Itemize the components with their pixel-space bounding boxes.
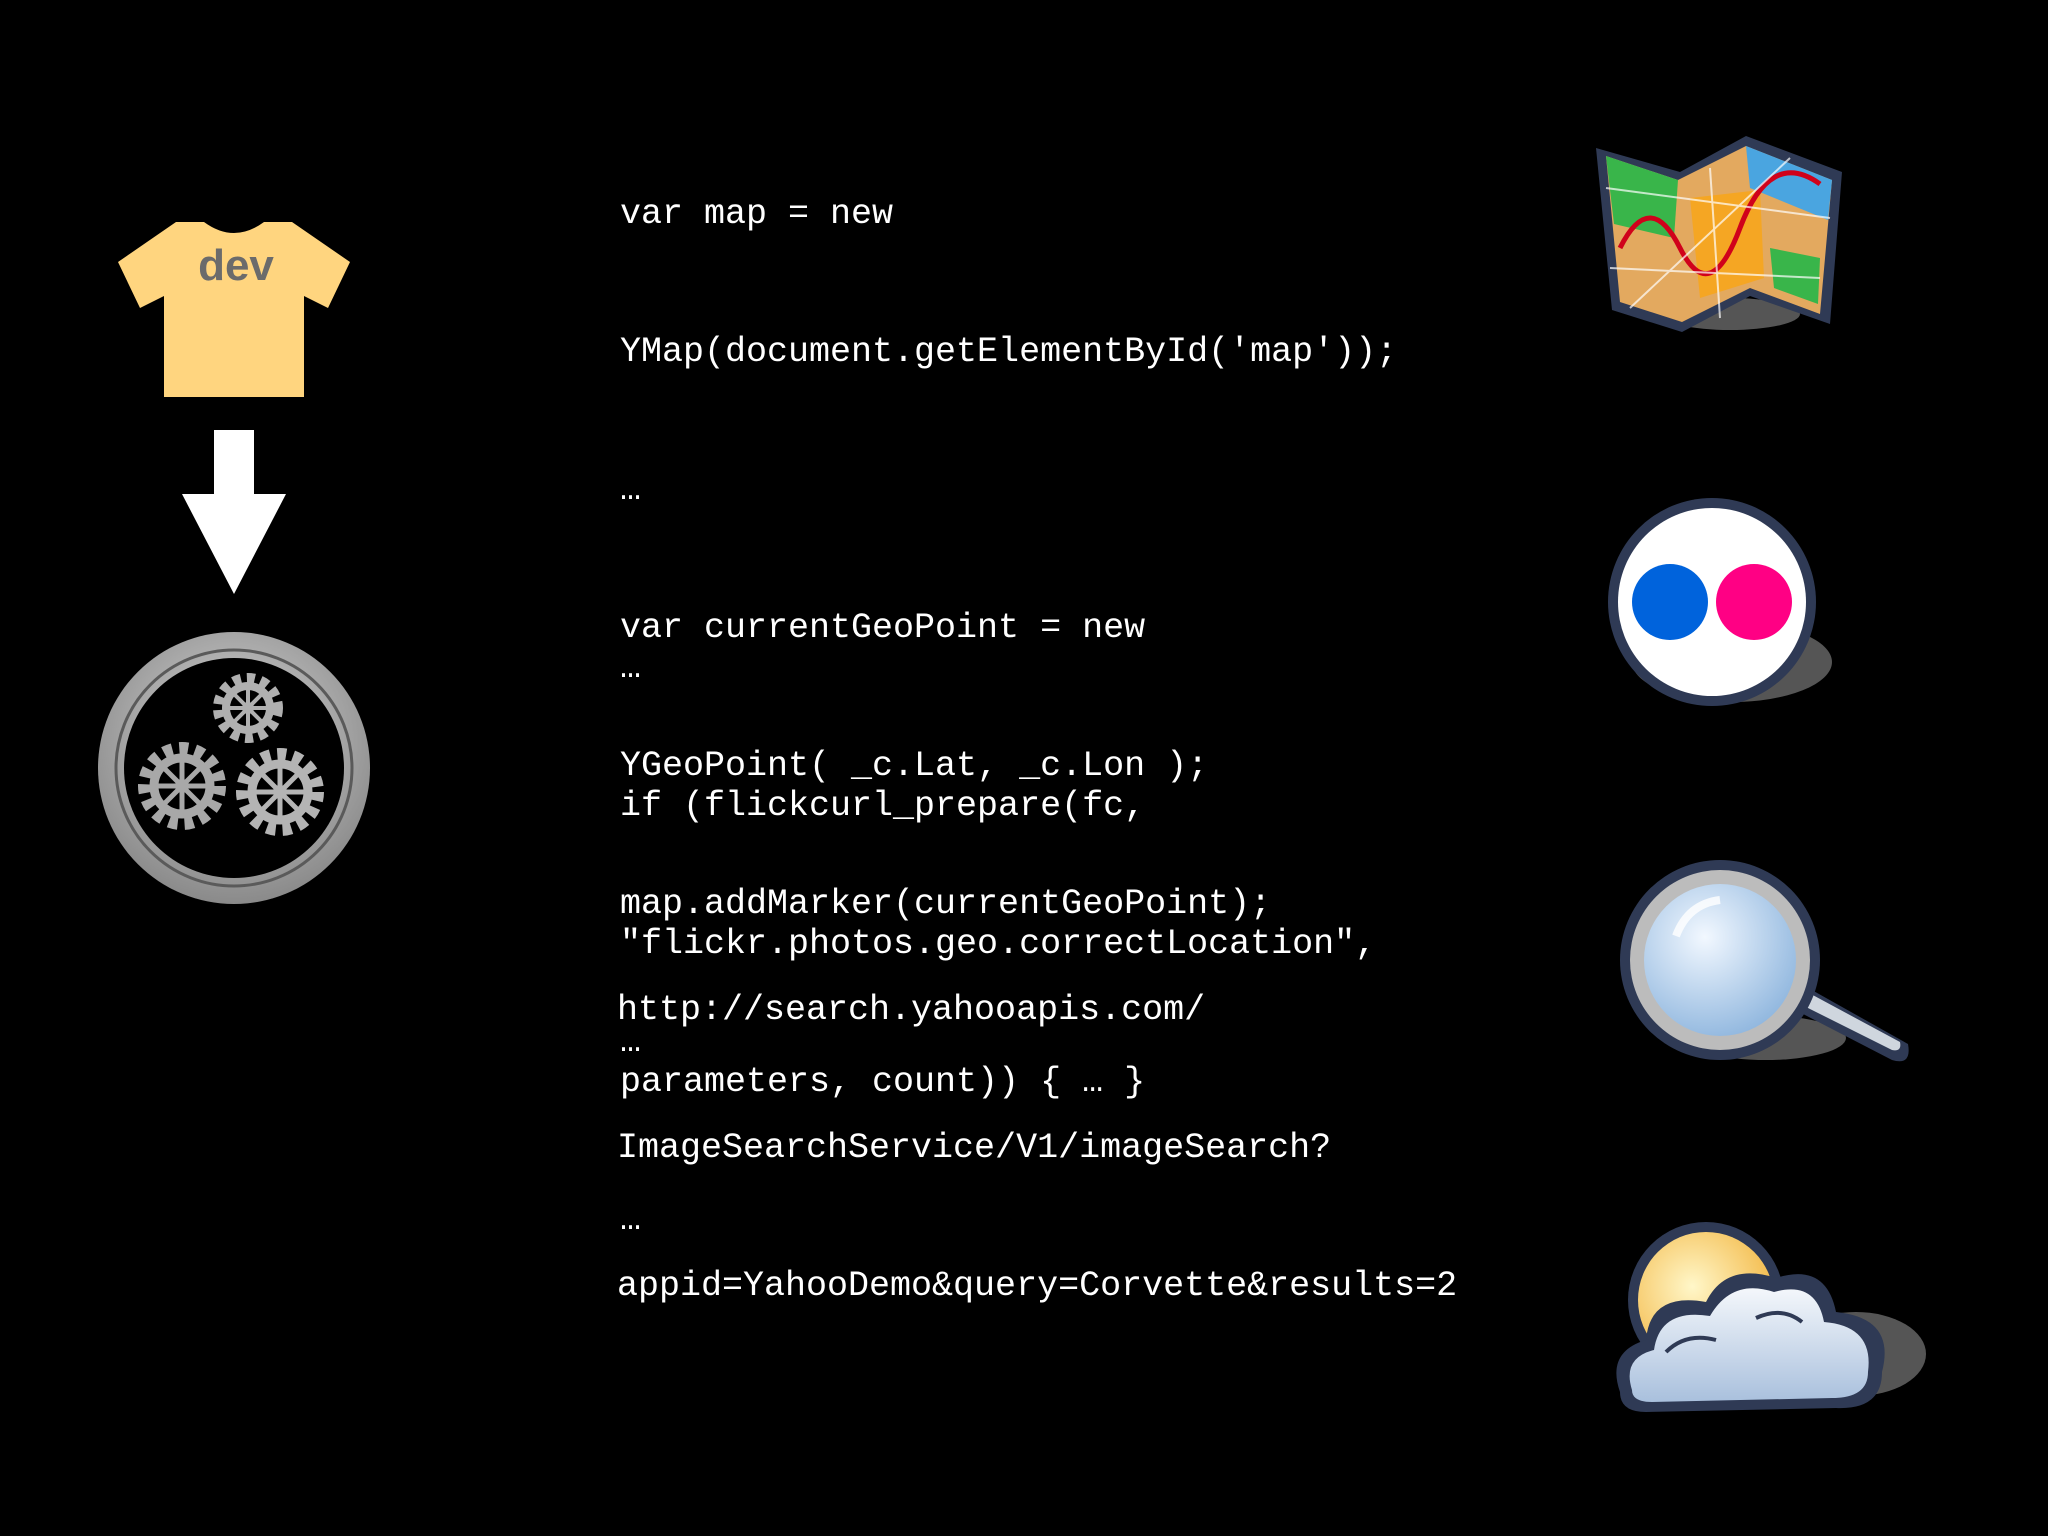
- code-line: http://search.yahooapis.com/: [617, 990, 1206, 1030]
- down-arrow-icon: [182, 430, 286, 594]
- flickr-logo-icon: [1604, 496, 1836, 710]
- code-line: appid=YahooDemo&query=Corvette&results=2: [617, 1266, 1458, 1306]
- code-line: …: [620, 648, 642, 688]
- flickr-code: … if (flickcurl_prepare(fc, "flickr.phot…: [620, 553, 1376, 1289]
- flickr-pink-dot: [1716, 564, 1792, 640]
- code-line: if (flickcurl_prepare(fc,: [620, 786, 1146, 826]
- code-line: YMap(document.getElementById('map'));: [620, 332, 1398, 372]
- code-line: map.addMarker(currentGeoPoint);: [620, 884, 1272, 924]
- t-shirt-icon: [116, 222, 352, 397]
- code-line: var map = new: [620, 194, 894, 234]
- weather-icon: [1606, 1222, 1930, 1432]
- shirt-body: [118, 222, 350, 397]
- gears-icon: [96, 630, 372, 906]
- code-line: ImageSearchService/V1/imageSearch?: [617, 1128, 1332, 1168]
- code-line: …: [620, 1022, 642, 1062]
- code-line: parameters, count)) { … }: [620, 1062, 1146, 1102]
- code-line: YGeoPoint( _c.Lat, _c.Lon );: [620, 746, 1209, 786]
- code-line: …: [620, 1200, 642, 1240]
- shirt-label: dev: [198, 241, 274, 290]
- flickr-blue-dot: [1632, 564, 1708, 640]
- map-icon: [1590, 128, 1852, 348]
- code-line: …: [620, 470, 642, 510]
- search-url: http://search.yahooapis.com/ ImageSearch…: [617, 895, 1457, 1355]
- magnifier-icon: [1616, 860, 1924, 1070]
- code-line: "flickr.photos.geo.correctLocation",: [620, 924, 1377, 964]
- code-line: var currentGeoPoint = new: [620, 608, 1146, 648]
- maps-code: var map = new YMap(document.getElementBy…: [620, 99, 1397, 1111]
